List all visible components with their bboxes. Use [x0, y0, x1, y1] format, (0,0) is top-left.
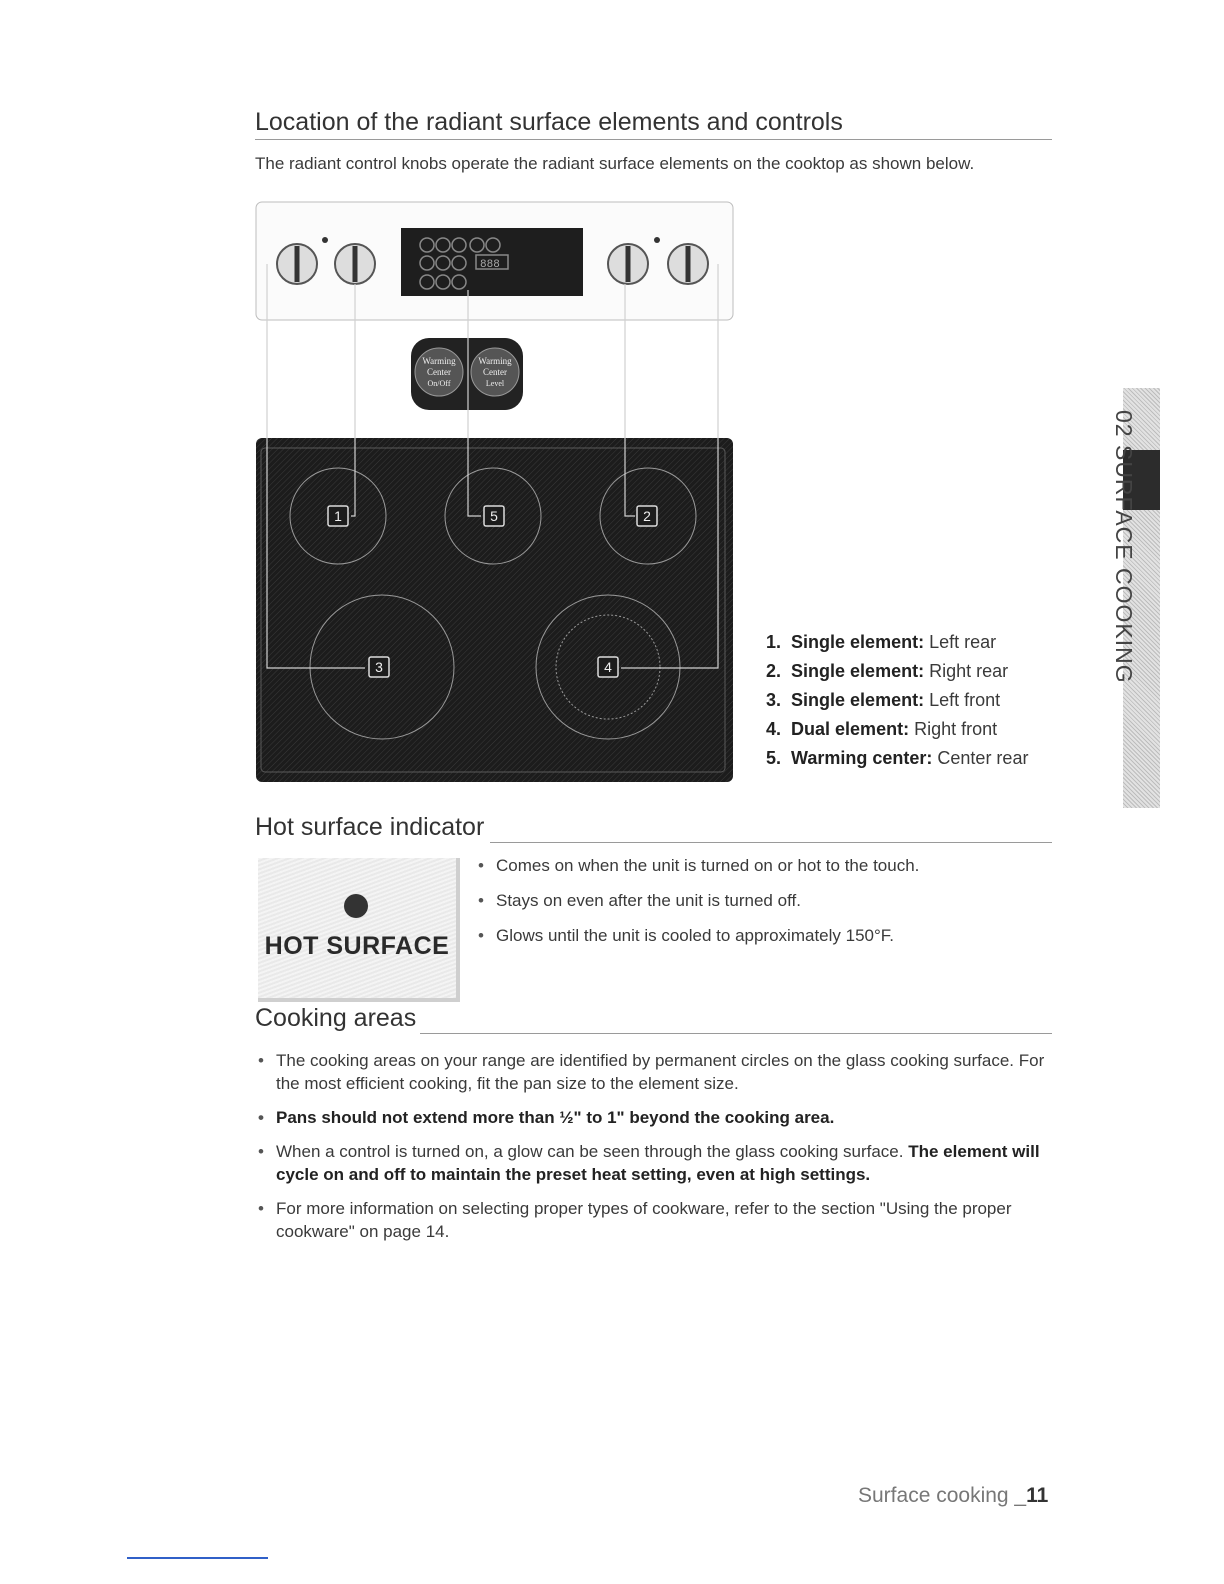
- glass-cooktop: [256, 438, 733, 782]
- hot-surface-indicator-image: HOT SURFACE: [258, 858, 460, 1002]
- list-item: 1. Single element: Left rear: [766, 632, 997, 652]
- warming-left-l2: Center: [427, 367, 451, 377]
- list-item: 4. Dual element: Right front: [766, 719, 998, 739]
- callout-2: 2: [643, 508, 651, 524]
- section-rule: [255, 139, 1052, 140]
- chapter-tab-label: 02 SURFACE COOKING: [1111, 410, 1137, 684]
- callout-4: 4: [604, 659, 612, 675]
- list-item: When a control is turned on, a glow can …: [254, 1140, 1054, 1186]
- section-title-cooking-areas: Cooking areas: [255, 1004, 417, 1032]
- elements-list: 1. Single element: Left rear 2. Single e…: [766, 628, 1028, 773]
- cooking-areas-bullets: The cooking areas on your range are iden…: [254, 1049, 1054, 1243]
- chapter-side-tab: [1123, 388, 1160, 808]
- element-right-front-outer: [535, 594, 681, 740]
- list-item: Pans should not extend more than ½" to 1…: [254, 1106, 1054, 1129]
- list-item: 2. Single element: Right rear: [766, 661, 1009, 681]
- callout-5: 5: [490, 508, 498, 524]
- warming-left-l3: On/Off: [428, 379, 451, 388]
- list-item: 5. Warming center: Center rear: [766, 748, 1029, 768]
- section-title-hot-surface: Hot surface indicator: [255, 813, 485, 841]
- warming-right-l2: Center: [483, 367, 507, 377]
- list-item: 3. Single element: Left front: [766, 690, 1001, 710]
- footer-link-underline: [127, 1557, 268, 1559]
- cooktop-diagram: 888 Warming Center On/Off Warming Center…: [255, 201, 734, 782]
- page-footer: Surface cooking _11: [858, 1484, 1049, 1507]
- element-left-front: [309, 594, 455, 740]
- warming-right-l1: Warming: [478, 356, 512, 366]
- warming-left-l1: Warming: [422, 356, 456, 366]
- list-item: Comes on when the unit is turned on or h…: [474, 854, 1034, 877]
- chapter-tab-marker: [1123, 450, 1160, 510]
- page-number: 11: [1026, 1484, 1049, 1507]
- section-rule: [490, 842, 1052, 843]
- callout-1: 1: [334, 508, 342, 524]
- list-item: Glows until the unit is cooled to approx…: [474, 924, 1034, 947]
- section-title-location: Location of the radiant surface elements…: [255, 108, 843, 136]
- warming-center: [444, 467, 542, 565]
- section-intro: The radiant control knobs operate the ra…: [255, 154, 975, 173]
- list-item: Stays on even after the unit is turned o…: [474, 889, 1034, 912]
- list-item: For more information on selecting proper…: [254, 1197, 1054, 1243]
- section-rule: [420, 1033, 1052, 1034]
- display-readout: 888: [480, 259, 500, 271]
- callout-3: 3: [375, 659, 383, 675]
- knob-left-rear: [276, 243, 709, 285]
- hot-surface-bullets: Comes on when the unit is turned on or h…: [474, 854, 1034, 947]
- element-left-rear: [289, 467, 387, 565]
- hot-surface-label: HOT SURFACE: [264, 932, 450, 960]
- list-item: The cooking areas on your range are iden…: [254, 1049, 1054, 1095]
- indicator-light-icon: [344, 894, 368, 918]
- element-right-front-inner: [555, 614, 661, 720]
- warming-right-l3: Level: [486, 379, 505, 388]
- element-right-rear: [599, 467, 697, 565]
